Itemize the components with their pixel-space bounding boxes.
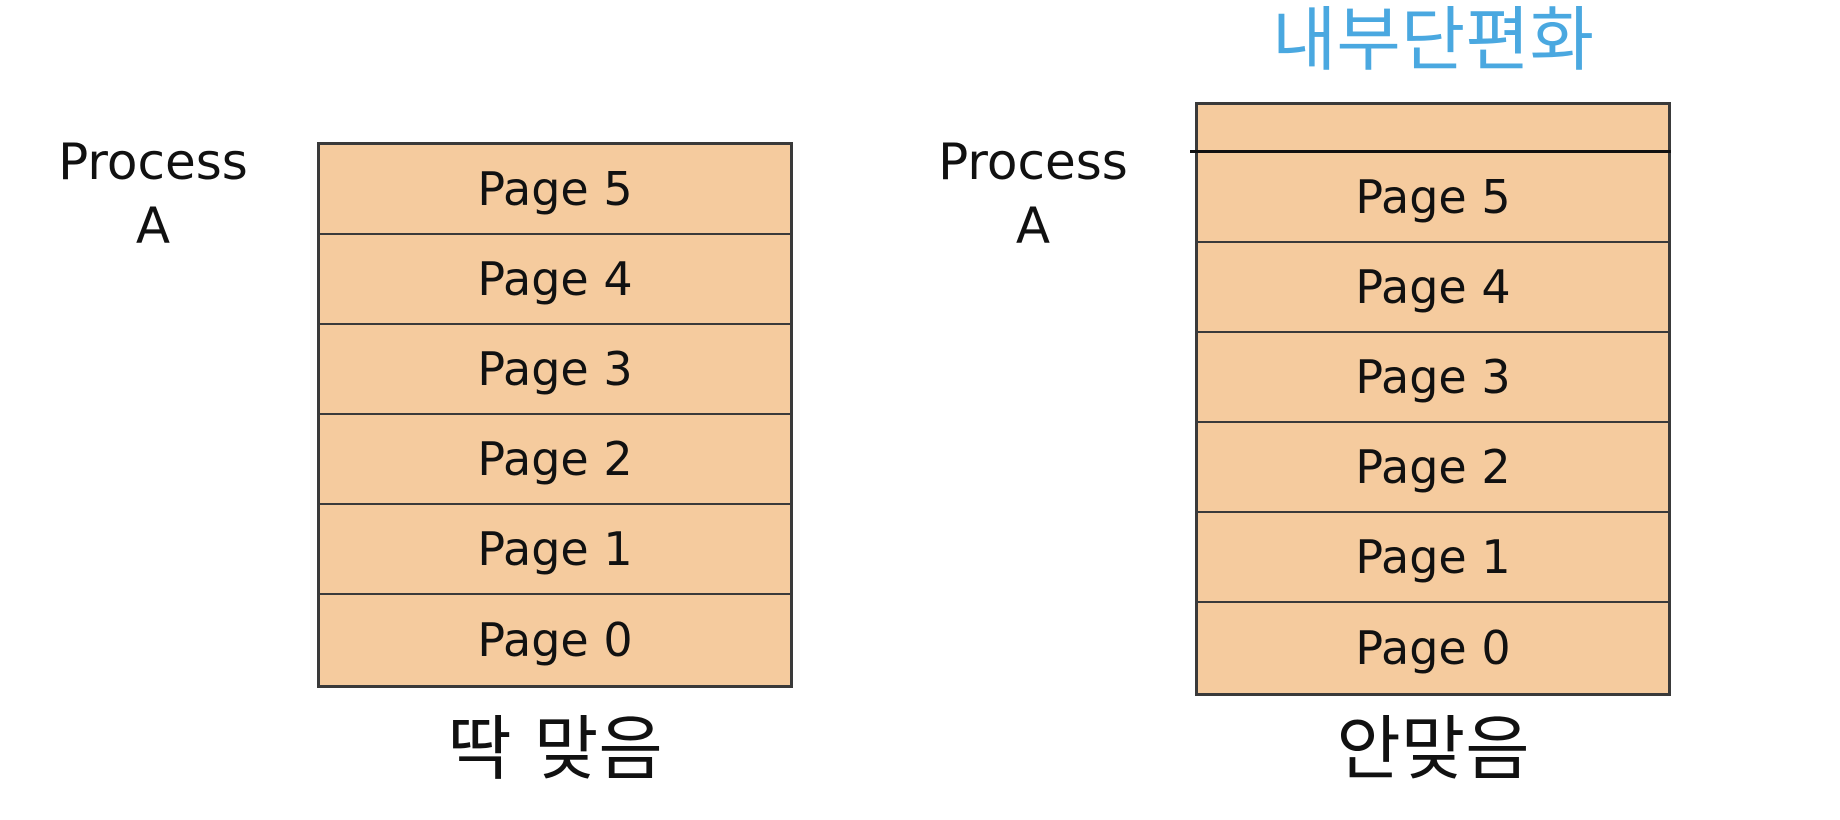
page-cell: Page 0 xyxy=(1355,621,1511,675)
process-label-line-1: Process xyxy=(938,133,1128,191)
page-stack-right: Page 5 Page 4 Page 3 Page 2 Page 1 Page … xyxy=(1190,102,1671,696)
process-label-line-2: A xyxy=(1015,197,1051,255)
page-cell: Page 3 xyxy=(1198,333,1668,423)
page-cell: Page 4 xyxy=(1198,243,1668,333)
process-label-line-1: Process xyxy=(58,133,248,191)
page-cell: Page 5 xyxy=(320,145,790,235)
page-cell: Page 4 xyxy=(320,235,790,325)
fragmentation-title: 내부단편화 xyxy=(1272,0,1594,81)
page-cell: Page 5 xyxy=(1198,153,1668,243)
page-stack-left: Page 5 Page 4 Page 3 Page 2 Page 1 Page … xyxy=(317,142,793,688)
page-cell: Page 1 xyxy=(1198,513,1668,603)
page-cell: Page 1 xyxy=(320,505,790,595)
fragmentation-space xyxy=(1190,105,1671,153)
page-cell: Page 2 xyxy=(1198,423,1668,513)
caption-left: 딱 맞음 xyxy=(447,708,663,790)
page-cell: Page 2 xyxy=(320,415,790,505)
fragmentation-boundary-line xyxy=(1190,150,1671,153)
process-label-right: Process A xyxy=(913,130,1153,258)
page-cell: Page 0 xyxy=(477,613,633,667)
process-label-line-2: A xyxy=(135,197,171,255)
caption-right: 안맞음 xyxy=(1336,708,1530,790)
page-cell: Page 3 xyxy=(320,325,790,415)
process-label-left: Process A xyxy=(33,130,273,258)
